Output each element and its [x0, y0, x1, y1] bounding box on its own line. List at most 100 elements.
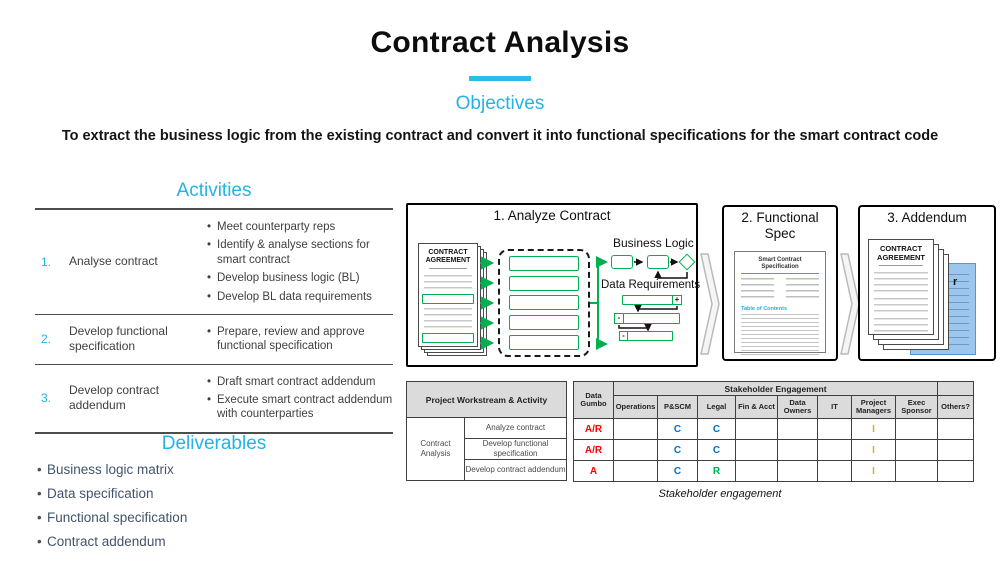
activity-row: 2. Develop functional specification Prep… [35, 315, 393, 365]
chevron-right-icon [700, 253, 720, 355]
column-header: Exec Sponsor [894, 395, 939, 419]
activities-table: 1. Analyse contract Meet counterparty re… [35, 208, 393, 434]
page-title: Contract Analysis [370, 26, 630, 59]
raci-cell: R [697, 460, 736, 482]
data-requirements-label: Data Requirements [601, 279, 701, 291]
activity-number: 2. [41, 332, 52, 347]
doc-subtitle-line [879, 265, 923, 269]
column-header: Project Managers [851, 395, 896, 419]
objective-text: To extract the business logic from the e… [61, 128, 939, 144]
activities-heading: Activities [176, 180, 252, 201]
activity-row: 1. Analyse contract Meet counterparty re… [35, 210, 393, 315]
step1-analyze-contract-panel: 1. Analyze Contract CONTRACT AGREEMENT B… [406, 203, 701, 367]
raci-cell [777, 439, 818, 461]
minus-icon: - [619, 331, 628, 341]
decision-diamond-icon [678, 253, 696, 271]
activity-bullets: Prepare, review and approve functional s… [205, 321, 393, 358]
raci-cell [817, 418, 852, 440]
column-header: P&SCM [657, 395, 698, 419]
functional-spec-document: Smart Contract Specification Table of Co… [734, 251, 826, 357]
raci-cell [613, 418, 658, 440]
activity-bullets: Meet counterparty reps Identify & analys… [205, 216, 393, 308]
activity-bullet: Prepare, review and approve functional s… [205, 325, 393, 354]
raci-caption: Stakeholder engagement [658, 488, 782, 500]
raci-cell: C [657, 460, 698, 482]
activity-cell: Develop contract addendum [464, 459, 567, 481]
deliverables-section: Deliverables Business logic matrix Data … [35, 433, 393, 558]
column-header: Operations [613, 395, 658, 419]
spec-field-labels [741, 278, 774, 301]
minus-icon: - [614, 313, 624, 324]
data-gumbo-header: Data Gumbo [573, 381, 614, 419]
activity-bullet: Execute smart contract addendum with cou… [205, 393, 393, 422]
extracted-section [509, 295, 579, 311]
spec-doc-title: Smart Contract Specification [758, 257, 802, 270]
raci-cell [777, 418, 818, 440]
raci-cell [937, 418, 975, 440]
blue-doc-visible-text: r [953, 276, 958, 288]
highlighted-clause [422, 294, 474, 305]
step2-title: 2. Functional Spec [741, 210, 819, 241]
activity-number: 1. [41, 254, 52, 269]
raci-cell: C [697, 418, 736, 440]
raci-cell [894, 460, 939, 482]
deliverable-item: Business logic matrix [35, 462, 393, 479]
business-logic-label: Business Logic [613, 236, 694, 250]
doc-text-lines [874, 318, 928, 333]
raci-cell: C [697, 439, 736, 461]
spec-field-rows [741, 278, 819, 301]
raci-cell [817, 439, 852, 461]
flow-step-box [611, 255, 633, 269]
extracted-section [509, 275, 579, 291]
spec-rule [741, 273, 819, 275]
column-header: Others? [937, 395, 975, 419]
activity-bullet: Develop BL data requirements [205, 290, 393, 305]
raci-cell: A/R [573, 418, 614, 440]
step1-title: 1. Analyze Contract [493, 208, 611, 223]
column-header: Fin & Acct [735, 395, 778, 419]
extracted-sections-box [498, 249, 590, 357]
workstream-table: Project Workstream & Activity Contract A… [406, 381, 567, 481]
step2-functional-spec-panel: 2. Functional Spec Smart Contract Specif… [722, 205, 838, 361]
raci-cell: I [851, 439, 896, 461]
raci-cell [894, 439, 939, 461]
doc-text-lines [424, 275, 472, 292]
raci-cell [735, 418, 778, 440]
deliverable-item: Data specification [35, 486, 393, 503]
empty-header-cell [937, 381, 975, 396]
stakeholder-engagement-table: Data Gumbo Stakeholder Engagement Operat… [573, 381, 975, 482]
raci-section: Project Workstream & Activity Contract A… [406, 381, 980, 482]
activity-label: Develop contract addendum [69, 382, 160, 413]
step3-title: 3. Addendum [887, 210, 967, 225]
raci-cell [613, 460, 658, 482]
raci-cell [735, 439, 778, 461]
contract-doc-title: CONTRACT AGREEMENT [877, 244, 925, 262]
raci-row: A C R I [573, 460, 975, 482]
deliverables-list: Business logic matrix Data specification… [35, 462, 393, 551]
raci-cell [937, 439, 975, 461]
activities-section: Activities 1. Analyse contract Meet coun… [35, 180, 393, 434]
contract-agreement-document: CONTRACT AGREEMENT [418, 243, 478, 347]
raci-cell [777, 460, 818, 482]
doc-text-lines [424, 308, 472, 331]
raci-cell [937, 460, 975, 482]
column-header: Legal [697, 395, 736, 419]
flow-step-box [647, 255, 669, 269]
activity-bullet: Identify & analyse sections for smart co… [205, 238, 393, 267]
deliverables-heading: Deliverables [161, 433, 267, 454]
raci-cell [894, 418, 939, 440]
spec-field-values [786, 278, 819, 301]
raci-cell: A/R [573, 439, 614, 461]
activity-cell: Analyze contract [464, 417, 567, 439]
doc-text-lines [874, 298, 928, 313]
deliverable-item: Functional specification [35, 510, 393, 527]
activity-bullets: Draft smart contract addendum Execute sm… [205, 371, 393, 426]
activity-row: 3. Develop contract addendum Draft smart… [35, 365, 393, 434]
objectives-heading: Objectives [455, 93, 545, 114]
column-header: Data Owners [777, 395, 818, 419]
deliverable-item: Contract addendum [35, 534, 393, 551]
contract-agreement-document: CONTRACT AGREEMENT [868, 239, 934, 335]
workstream-cell: Contract Analysis [406, 417, 465, 481]
raci-cell [817, 460, 852, 482]
toc-heading: Table of Contents [741, 306, 788, 313]
